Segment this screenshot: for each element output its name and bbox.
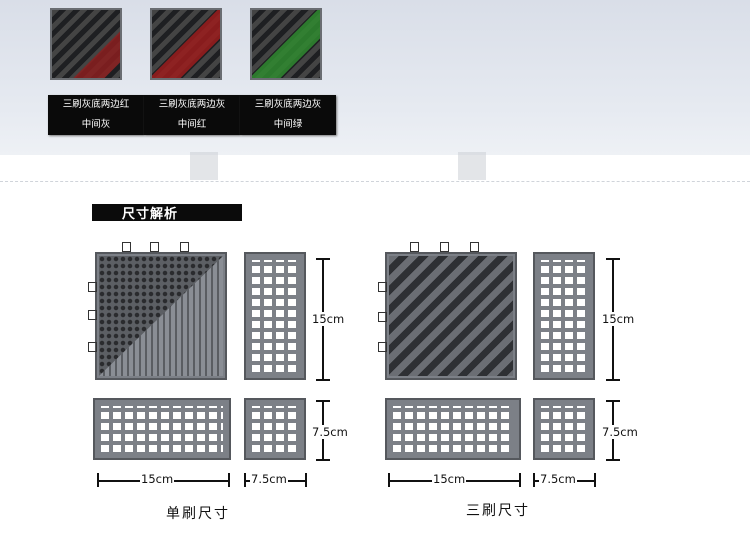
dimension-cap [97,473,99,487]
swatch-red-sides [50,8,122,80]
dimension-cap [388,473,390,487]
dimension-cap [316,400,330,402]
tile-corner-7-5cm [533,398,595,460]
connector-tab [88,282,97,292]
tile-side-strip-15cm [533,252,595,380]
connector-tab [150,242,159,252]
dimension-cap [606,459,620,461]
swatch-caption: 三刷灰底两边灰 中间红 [144,95,240,135]
tile-bottom-strip-15cm [385,398,521,460]
dimension-cap [305,473,307,487]
swatch-red-middle [150,8,222,80]
dimension-cap [316,379,330,381]
watermark-logo-icon [458,152,486,180]
connector-tab [470,242,479,252]
swatch-caption: 三刷灰底两边灰 中间绿 [240,95,336,135]
dimension-label-small-height: 7.5cm [311,425,349,439]
dimension-cap [316,258,330,260]
swatch-green-middle [250,8,322,80]
connector-tab [378,312,387,322]
dimension-cap [316,459,330,461]
dimension-cap [606,379,620,381]
group-label-single: 单刷尺寸 [166,506,230,522]
caption-line1: 三刷灰底两边灰 [158,99,226,110]
dimension-label-width: 15cm [432,472,467,486]
tile-corner-7-5cm [244,398,306,460]
dimension-cap [533,473,535,487]
dimension-cap [519,473,521,487]
section-title-bar [92,204,242,221]
caption-line2: 中间灰 [81,119,111,130]
dimension-cap [594,473,596,487]
dimension-cap [228,473,230,487]
connector-tab [410,242,419,252]
connector-tab [440,242,449,252]
tile-side-strip-15cm [244,252,306,380]
section-title: 尺寸解析 [122,207,179,222]
caption-line1: 三刷灰底两边红 [62,99,130,110]
connector-tab [122,242,131,252]
connector-tab [378,282,387,292]
dimension-cap [606,258,620,260]
tile-bottom-strip-15cm [93,398,231,460]
dimension-label-height: 15cm [601,312,636,326]
dimension-label-small-height: 7.5cm [601,425,639,439]
caption-line1: 三刷灰底两边灰 [254,99,322,110]
caption-line2: 中间红 [177,119,207,130]
tile-triple-brush-15cm [385,252,517,380]
tile-single-brush-15cm [95,252,227,380]
dimension-cap [606,400,620,402]
watermark-logo-icon [190,152,218,180]
dimension-label-small-width: 7.5cm [539,472,577,486]
group-label-triple: 三刷尺寸 [466,503,530,519]
dimension-cap [244,473,246,487]
swatch-caption: 三刷灰底两边红 中间灰 [48,95,144,135]
connector-tab [180,242,189,252]
connector-tab [88,310,97,320]
divider [0,181,750,182]
connector-tab [378,342,387,352]
caption-line2: 中间绿 [273,119,303,130]
dimension-label-height: 15cm [311,312,346,326]
connector-tab [88,342,97,352]
dimension-label-width: 15cm [140,472,175,486]
dimension-label-small-width: 7.5cm [250,472,288,486]
